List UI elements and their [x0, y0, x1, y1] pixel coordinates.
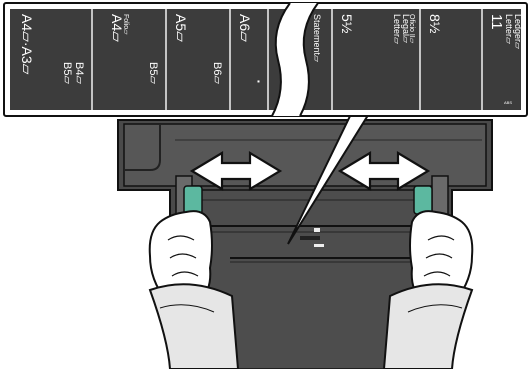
- label-folio: Folio▱: [122, 14, 129, 35]
- label-statement: Statement▱: [312, 14, 322, 62]
- label-b4: B4▱: [73, 62, 85, 84]
- label-eleven: 11: [488, 14, 505, 30]
- label-a6: A6▱: [237, 14, 253, 42]
- left-sleeve: [150, 284, 238, 369]
- label-ledger: Ledger▱: [513, 14, 523, 49]
- tray-center-tab-2: [314, 228, 320, 232]
- label-letter-2: Letter▱: [504, 14, 514, 44]
- label-a4-a3: A4▱·A3▱: [19, 14, 35, 75]
- right-sleeve: [384, 284, 472, 369]
- label-five-half: 5½: [339, 14, 355, 34]
- right-guide-tab[interactable]: [414, 186, 432, 214]
- label-b5: B5▱: [61, 62, 73, 84]
- left-guide-tab[interactable]: [184, 186, 202, 214]
- label-b6: B6▱: [211, 62, 223, 84]
- strip-background: [10, 9, 521, 110]
- label-a5: A5▱: [173, 14, 189, 42]
- tray-center-tab: [314, 244, 324, 247]
- label-b5-2: B5▱: [147, 62, 159, 84]
- tray-center-marker: [300, 236, 320, 240]
- label-oficio: Oficio II▱: [408, 14, 415, 44]
- label-letter-1: Letter▱: [392, 14, 402, 44]
- label-a6-dot: ▪: [254, 80, 263, 83]
- label-eight-half: 8½: [427, 14, 443, 34]
- label-abs: ABS: [504, 100, 512, 105]
- paper-size-strip: A4▱·A3▱ B5▱ B4▱ A4▱ Folio▱ B5▱ A5▱ B6▱ A…: [4, 3, 527, 116]
